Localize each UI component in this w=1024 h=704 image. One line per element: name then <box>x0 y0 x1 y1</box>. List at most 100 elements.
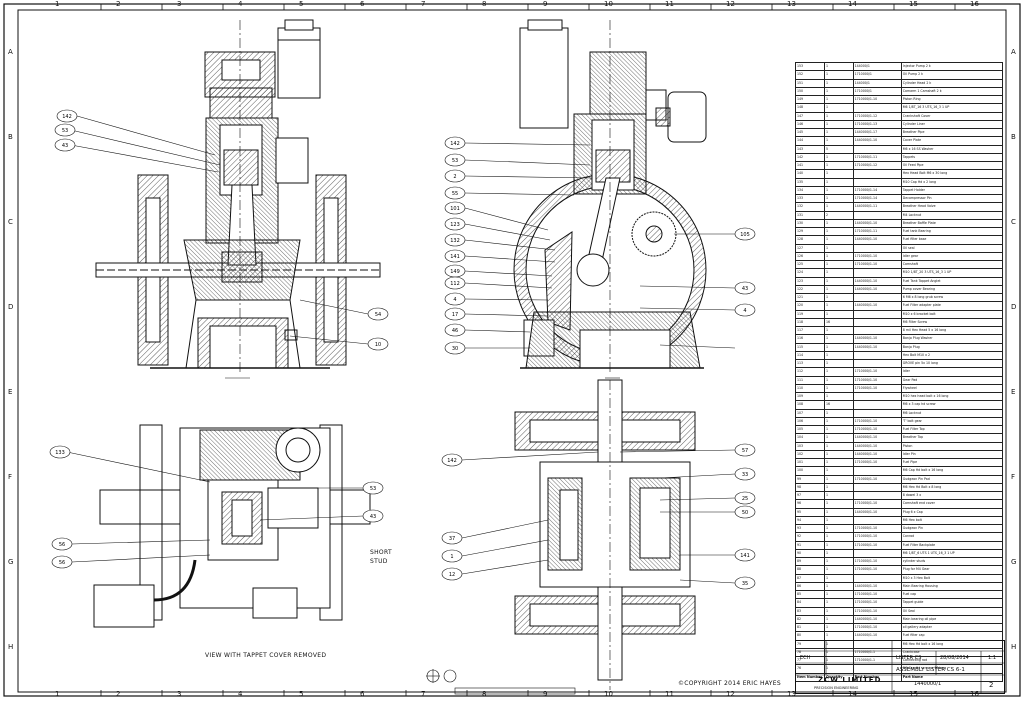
bom-cell <box>852 490 902 501</box>
bom-header-cell: Part Name <box>900 672 1004 682</box>
bom-cell: 1440000/1-10 <box>852 342 902 352</box>
svg-text:142: 142 <box>450 141 460 147</box>
bom-cell: Main bearing oil pipe <box>900 614 1004 625</box>
callout-balloon: 4 <box>734 303 756 317</box>
bom-cell: oil gallery adapter <box>900 622 1004 633</box>
svg-text:10: 10 <box>375 342 381 348</box>
bom-cell: 1 <box>823 457 854 468</box>
bom-cell: Hex Bolt M10 x 2 <box>900 350 1004 361</box>
bom-cell: Fuel Filter adapter plate <box>900 301 1004 311</box>
svg-text:37: 37 <box>449 536 455 542</box>
bom-cell: 81 <box>795 622 825 633</box>
bom-cell: 87 <box>795 573 825 583</box>
bom-cell: 115 <box>795 342 825 352</box>
bom-cell: Breather Pipe <box>900 127 1004 138</box>
bom-cell: Fuel Filter Backplate <box>900 540 1004 550</box>
bom-cell: 1 <box>823 441 854 451</box>
bom-cell: 1 <box>823 268 854 278</box>
bom-cell: 123 <box>795 276 825 286</box>
callout-balloon: 43 <box>734 281 756 295</box>
bom-cell: 1 <box>823 433 854 443</box>
tappet-cover-view <box>93 424 371 628</box>
bom-cell <box>852 400 902 410</box>
grid-number: 5 <box>299 690 304 698</box>
bom-cell: 84 <box>795 598 825 608</box>
grid-number: 2 <box>116 690 121 698</box>
bom-cell <box>852 309 902 319</box>
bom-cell: 1 <box>823 70 854 80</box>
bom-cell: 1710000/1-10 <box>852 532 902 542</box>
svg-text:123: 123 <box>450 222 460 228</box>
bom-cell: 5 <box>823 144 854 154</box>
bom-cell: 1440000/1-10 <box>852 581 902 592</box>
callout-balloon: 43 <box>54 138 76 152</box>
callout-balloon: 53 <box>54 123 76 137</box>
bom-cell: 1710000/1 <box>852 86 902 97</box>
bom-cell: 1 <box>823 482 854 493</box>
callout-balloon: 30 <box>444 341 466 355</box>
bom-cell: M6 1/8T_6 UTS 1 UTS_16_3 1 UP <box>900 548 1004 559</box>
bom-cell: 1 <box>823 523 854 534</box>
bom-cell: 82 <box>795 614 825 625</box>
bom-cell: 1 <box>823 540 854 550</box>
callout-balloon: 142 <box>441 453 463 467</box>
bom-cell: 16 <box>823 400 854 410</box>
bom-cell <box>852 325 902 336</box>
bom-cell: 125 <box>795 259 825 270</box>
bom-cell: 1710000/1-10 <box>852 499 902 509</box>
svg-text:112: 112 <box>450 281 460 287</box>
bom-cell: M6 x 16 SS Washer <box>900 144 1004 154</box>
grid-letter: H <box>8 643 14 651</box>
bom-cell: 1710000/1 <box>852 70 902 80</box>
bom-cell: 111 <box>795 375 825 385</box>
svg-text:2: 2 <box>453 174 456 180</box>
bom-cell: Fuel Tank Tappet Anglet <box>900 276 1004 286</box>
bom-cell: Piston <box>900 441 1004 451</box>
bom-cell: 1440000/1-10 <box>852 334 902 344</box>
bom-cell: 126 <box>795 251 825 262</box>
bom-cell: 135 <box>795 177 825 187</box>
bom-cell: M10 hex head bolt x 16 long <box>900 391 1004 402</box>
callout-balloon: 141 <box>734 548 756 562</box>
bom-cell: 124 <box>795 268 825 278</box>
tappet-view-note: VIEW WITH TAPPET COVER REMOVED <box>205 652 327 659</box>
bom-cell: Oil Pump 2 k <box>900 70 1004 80</box>
bottom-plan-view <box>514 379 696 690</box>
bom-cell: 1710000/1-10 <box>852 94 902 105</box>
bom-cell: 129 <box>795 226 825 237</box>
bom-cell: 1 <box>823 449 854 460</box>
bom-cell: Oil Feed Pipe <box>900 160 1004 171</box>
bom-cell: Fuel filter base <box>900 235 1004 245</box>
callout-balloon: 46 <box>444 323 466 337</box>
callout-balloon: 123 <box>444 217 466 231</box>
bom-cell: Tappets <box>900 152 1004 163</box>
bom-cell: 1440000/1-10 <box>852 235 902 245</box>
bom-cell: Oil seal <box>900 243 1004 253</box>
grid-number: 10 <box>604 690 613 698</box>
svg-text:133: 133 <box>55 450 65 456</box>
title-block-lines <box>796 641 1004 693</box>
callout-balloon: 105 <box>734 227 756 241</box>
bom-cell: 1 <box>823 474 854 484</box>
bom-cell: 1710000/1-10 <box>852 367 902 377</box>
bom-cell: 1440000/1-10 <box>852 276 902 286</box>
svg-text:30: 30 <box>452 346 458 352</box>
svg-text:56: 56 <box>59 542 65 548</box>
